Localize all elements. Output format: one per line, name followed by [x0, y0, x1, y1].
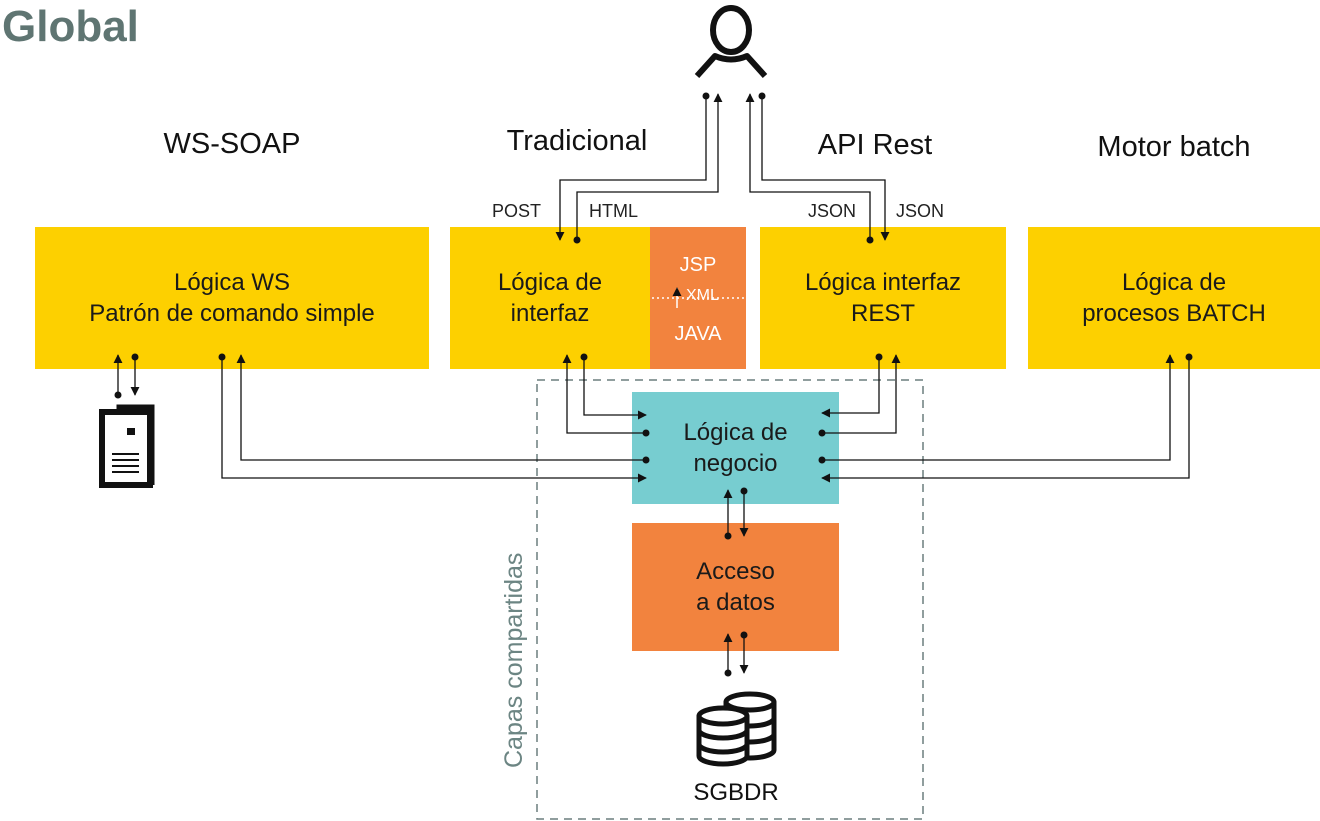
batch-negocio-back [822, 354, 1175, 461]
tech-xml-label: XML [686, 287, 719, 304]
logica-rest-line-1: Lógica interfaz [804, 269, 962, 296]
html-connector [576, 93, 723, 240]
logica-interfaz-box: Lógica de interfaz [450, 227, 650, 369]
database-icon [696, 691, 777, 767]
document-icon [99, 404, 155, 488]
logica-interfaz-line-1: Lógica de [497, 269, 603, 296]
ws-negocio-back [236, 354, 646, 461]
logica-negocio-line-2: negocio [693, 450, 778, 477]
json-label-right: JSON [896, 201, 945, 221]
user-icon [694, 5, 768, 79]
acceso-datos-line-2: a datos [696, 589, 775, 616]
json-request-connector [761, 96, 890, 241]
batch-negocio-forward [821, 357, 1190, 483]
json-label-left: JSON [808, 201, 857, 221]
logica-batch-line-1: Lógica de [1121, 269, 1227, 296]
ws-negocio-forward [221, 357, 647, 483]
column-heading-tradicional: Tradicional [506, 125, 648, 157]
logica-ws-line-1: Lógica WS [173, 269, 291, 296]
post-label: POST [492, 201, 542, 221]
tech-jsp-label: JSP [679, 254, 717, 276]
logica-batch-box: Lógica de procesos BATCH [1028, 227, 1320, 369]
column-heading-ws-soap: WS-SOAP [163, 128, 301, 160]
logica-rest-box: Lógica interfaz REST [760, 227, 1006, 369]
rest-negocio-forward [821, 357, 880, 418]
html-label: HTML [589, 201, 638, 221]
shared-layers-region [536, 379, 924, 820]
interfaz-negocio-back [562, 354, 646, 434]
acceso-datos-box: Acceso a datos [632, 523, 839, 651]
interfaz-negocio-forward [583, 357, 647, 420]
json-response-connector [745, 93, 871, 240]
logica-interfaz-line-2: interfaz [510, 300, 590, 327]
logica-ws-box: Lógica WS Patrón de comando simple [35, 227, 429, 369]
page-title: Global [2, 2, 139, 51]
tech-java-label: JAVA [674, 323, 722, 345]
post-connector [555, 96, 707, 241]
column-heading-api-rest: API Rest [817, 129, 933, 161]
logica-negocio-line-1: Lógica de [683, 419, 788, 446]
logica-negocio-box: Lógica de negocio [632, 392, 839, 504]
logica-rest-line-2: REST [850, 300, 915, 327]
sgbdr-label: SGBDR [693, 779, 779, 806]
logica-batch-line-2: procesos BATCH [1082, 300, 1266, 327]
acceso-datos-line-1: Acceso [696, 558, 775, 585]
logica-ws-line-2: Patrón de comando simple [89, 300, 375, 327]
column-heading-motor-batch: Motor batch [1097, 131, 1251, 163]
rest-negocio-back [822, 354, 901, 434]
